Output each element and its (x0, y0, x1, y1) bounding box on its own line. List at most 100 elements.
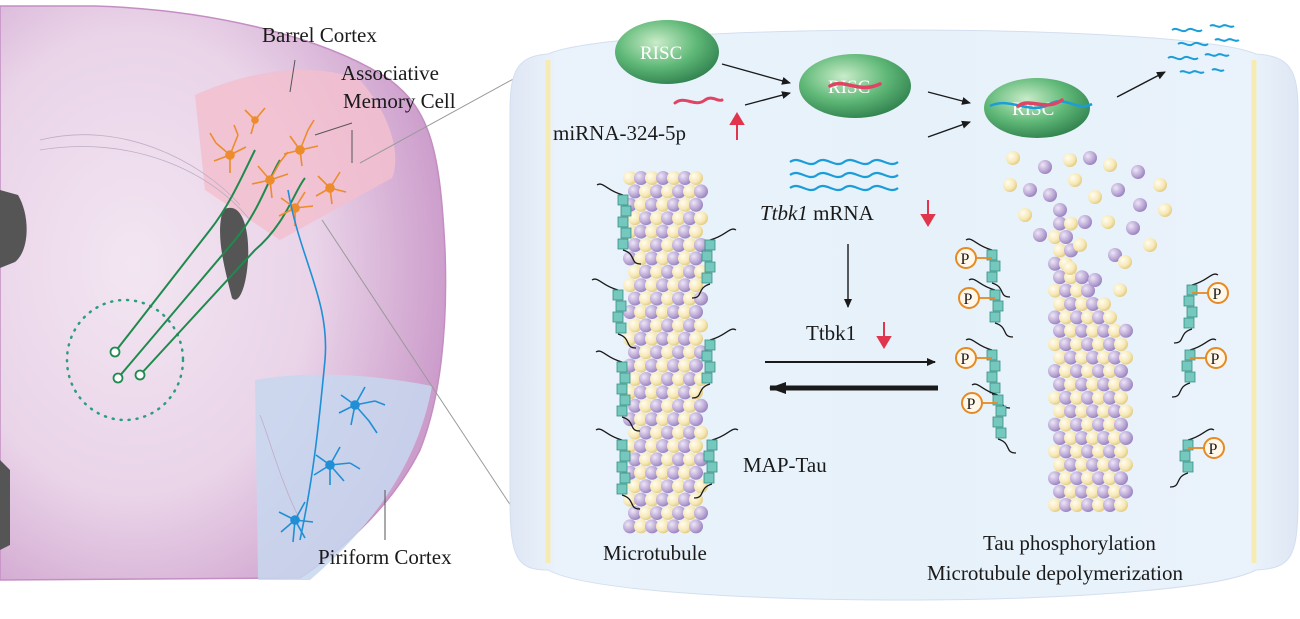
tubulin-alpha (683, 318, 697, 333)
tubulin-beta (1158, 203, 1172, 217)
degraded-mrna-fragments (1167, 24, 1240, 74)
tubulin-beta (656, 305, 670, 319)
tubulin-alpha (1133, 198, 1147, 212)
outcome-line2: Microtubule depolymerization (927, 561, 1184, 585)
tau-protein: P (955, 238, 1011, 298)
tubulin-alpha (639, 425, 653, 440)
phosphate-label: P (967, 396, 976, 413)
tubulin-beta (1119, 404, 1133, 419)
tubulin-alpha (1064, 404, 1078, 419)
tubulin-alpha (1064, 350, 1078, 365)
tubulin-alpha (683, 211, 697, 226)
tau-protein: P (1171, 338, 1227, 398)
phosphate-group (961, 392, 983, 414)
tubulin-beta (1114, 444, 1128, 459)
tubulin-alpha (1086, 404, 1100, 419)
tubulin-beta (1097, 297, 1111, 311)
tubulin-beta (689, 439, 703, 453)
tubulin-alpha (1111, 183, 1125, 197)
tubulin-beta (656, 519, 670, 534)
tubulin-beta (1092, 390, 1106, 405)
tubulin-beta (639, 345, 653, 360)
tubulin-alpha (1053, 216, 1067, 231)
tubulin-alpha (1053, 270, 1067, 285)
tubulin-alpha (1075, 323, 1089, 338)
tubulin-alpha (1048, 417, 1062, 432)
associative-label-line2: Memory Cell (343, 89, 456, 113)
tubulin-alpha (689, 197, 703, 212)
tubulin-beta (1119, 350, 1133, 365)
ventricle (0, 460, 10, 550)
tubulin-beta (1097, 350, 1111, 365)
tubulin-beta (672, 479, 686, 494)
tubulin-beta (645, 224, 659, 239)
tubulin-beta (1063, 153, 1077, 167)
tubulin-alpha (1053, 203, 1067, 217)
tubulin-beta (667, 492, 681, 507)
tubulin-alpha (639, 211, 653, 226)
risc-label: RISC (640, 43, 682, 64)
tubulin-beta (667, 385, 681, 400)
tubulin-alpha (645, 251, 659, 266)
tubulin-beta (694, 211, 708, 226)
tubulin-beta (1075, 404, 1089, 419)
mirna-label: miRNA-324-5p (553, 121, 686, 145)
tubulin-alpha (672, 291, 686, 306)
tubulin-beta (678, 412, 692, 427)
tubulin-alpha (667, 412, 681, 427)
tubulin-alpha (639, 318, 653, 333)
tubulin-alpha (1114, 417, 1128, 432)
tubulin-alpha (672, 506, 686, 520)
tubulin-alpha (689, 412, 703, 427)
tau-protein (595, 428, 641, 510)
tubulin-beta (661, 345, 675, 360)
tubulin-alpha (1081, 337, 1095, 352)
tubulin-alpha (634, 385, 648, 400)
phosphate-label: P (1209, 441, 1218, 458)
tubulin-beta (667, 224, 681, 239)
tubulin-beta (639, 452, 653, 467)
tubulin-alpha (1059, 498, 1073, 512)
tau-protein (596, 183, 642, 265)
tubulin-alpha (645, 412, 659, 427)
tubulin-beta (656, 358, 670, 373)
tubulin-beta (1092, 444, 1106, 459)
tubulin-alpha (678, 171, 692, 185)
tubulin-alpha (1114, 471, 1128, 486)
tubulin-beta (689, 224, 703, 239)
tubulin-alpha (1053, 431, 1067, 445)
ttbk1-protein-label: Ttbk1 (806, 321, 856, 345)
phosphate-label: P (964, 291, 973, 308)
tubulin-alpha (1059, 230, 1073, 244)
tubulin-alpha (1097, 323, 1111, 338)
tubulin-beta (1143, 238, 1157, 252)
tubulin-alpha (1033, 228, 1047, 242)
tubulin-alpha (1119, 377, 1133, 392)
tubulin-alpha (1092, 417, 1106, 432)
tubulin-alpha (1081, 283, 1095, 298)
tubulin-alpha (689, 358, 703, 373)
tau-protein (691, 328, 737, 399)
tubulin-beta (645, 385, 659, 400)
tubulin-beta (1075, 350, 1089, 365)
tubulin-beta (1053, 350, 1067, 365)
tubulin-beta (1081, 364, 1095, 378)
map-tau-label: MAP-Tau (743, 453, 827, 477)
tubulin-alpha (1108, 457, 1122, 472)
tubulin-beta (1048, 498, 1062, 512)
tubulin-alpha (623, 305, 637, 319)
tubulin-beta (683, 506, 697, 520)
barrel-cortex-label: Barrel Cortex (262, 23, 377, 47)
tubulin-alpha (1070, 471, 1084, 486)
tubulin-alpha (1075, 270, 1089, 285)
tubulin-beta (645, 492, 659, 507)
tubulin-alpha (656, 171, 670, 185)
tubulin-alpha (678, 439, 692, 453)
tubulin-alpha (1059, 444, 1073, 459)
tubulin-beta (634, 358, 648, 373)
tubulin-beta (1073, 238, 1087, 252)
tubulin-beta (1070, 283, 1084, 298)
tubulin-beta (667, 171, 681, 185)
tubulin-beta (1064, 431, 1078, 445)
tubulin-alpha (1131, 165, 1145, 179)
